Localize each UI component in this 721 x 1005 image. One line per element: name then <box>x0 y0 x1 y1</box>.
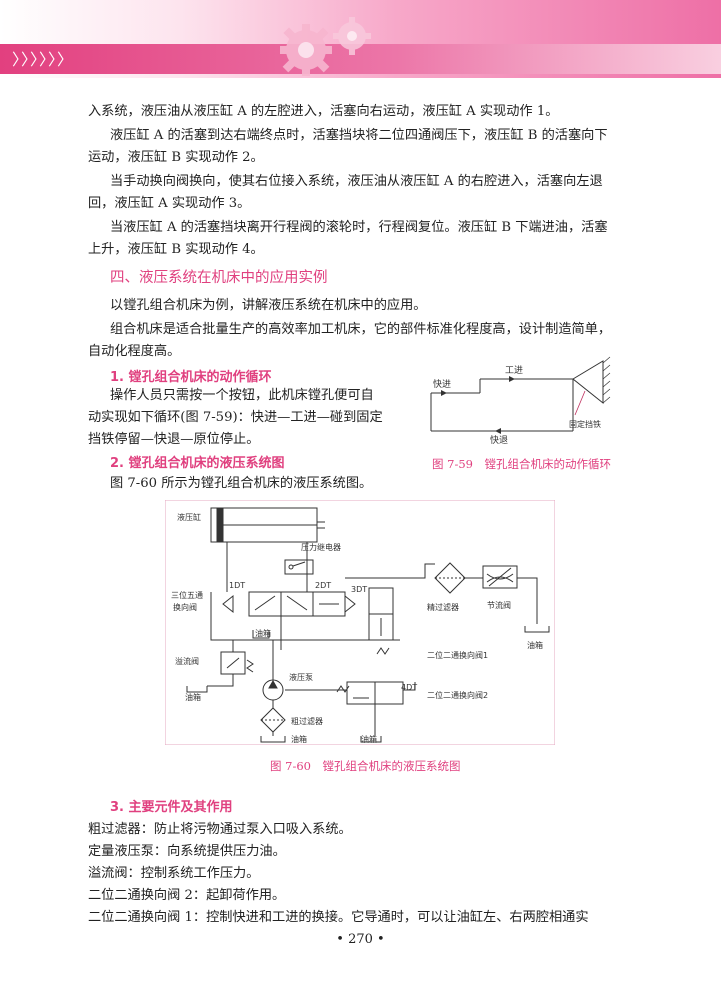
label-fast-in: 快进 <box>433 378 451 390</box>
label-cylinder: 液压缸 <box>177 512 201 522</box>
component-item: 二位二通换向阀 1：控制快进和工进的换接。它导通时，可以让油缸左、右两腔相通实 <box>88 910 589 925</box>
component-item: 粗过滤器：防止将污物通过泵入口吸入系统。 <box>88 822 352 837</box>
label-tank-relief: 油箱 <box>185 692 201 702</box>
label-4dt: 4DT <box>401 683 417 692</box>
label-relief: 溢流阀 <box>175 656 199 666</box>
gear-icon <box>280 17 371 76</box>
paragraph-4-line2: 上升，液压缸 B 实现动作 4。 <box>88 242 264 257</box>
sub1-text-line2: 动实现如下循环(图 7-59)：快进—工进—碰到固定 <box>88 410 383 425</box>
label-tank-v2: 油箱 <box>361 734 377 744</box>
label-tank-right: 油箱 <box>527 640 543 650</box>
section-desc-line2: 自动化程度高。 <box>88 344 181 359</box>
component-item: 二位二通换向阀 2：起卸荷作用。 <box>88 888 286 903</box>
sub1-text-line1: 操作人员只需按一个按钮，此机床镗孔便可自 <box>110 388 374 403</box>
header-band <box>0 44 721 74</box>
figure-7-59-caption: 图 7-59 镗孔组合机床的动作循环 <box>432 457 611 471</box>
label-tank-1: 油箱 <box>255 628 271 638</box>
paragraph-3-line2: 回，液压缸 A 实现动作 3。 <box>88 196 251 211</box>
label-fast-back: 快退 <box>490 434 508 445</box>
label-two-way-2: 二位二通换向阀2 <box>427 690 488 700</box>
label-fine-filter: 精过滤器 <box>427 602 459 612</box>
page-number: • 270 • <box>336 932 385 947</box>
paragraph-2-line1: 液压缸 A 的活塞到达右端终点时，活塞挡块将二位四通阀压下，液压缸 B 的活塞向… <box>110 128 608 143</box>
label-pump: 液压泵 <box>289 672 313 682</box>
figure-7-60-caption: 图 7-60 镗孔组合机床的液压系统图 <box>270 759 461 773</box>
figure-7-60: 液压缸 压力继电器 1DT 2DT 3DT 4DT 三位五通 换向阀 油箱 精过… <box>165 500 555 745</box>
sub2-text: 图 7-60 所示为镗孔组合机床的液压系统图。 <box>110 476 373 491</box>
paragraph-4-line1: 当液压缸 A 的活塞挡块离开行程阀的滚轮时，行程阀复位。液压缸 B 下端进油，活… <box>110 220 608 235</box>
label-coarse-filter: 粗过滤器 <box>291 716 323 726</box>
label-fixed-stop: 固定挡铁 <box>569 419 601 429</box>
subheading-1: 1. 镗孔组合机床的动作循环 <box>110 370 272 385</box>
section-heading: 四、液压系统在机床中的应用实例 <box>110 270 328 286</box>
header-chevrons: 〉〉〉〉〉〉 <box>12 50 75 69</box>
label-3-5-valve-b: 换向阀 <box>173 602 197 612</box>
label-3-5-valve: 三位五通 <box>171 590 203 600</box>
section-intro: 以镗孔组合机床为例，讲解液压系统在机床中的应用。 <box>110 298 427 313</box>
paragraph-3-line1: 当手动换向阀换向，使其右位接入系统，液压油从液压缸 A 的右腔进入，活塞向左退 <box>110 174 603 189</box>
label-work-in: 工进 <box>505 365 523 376</box>
component-item: 定量液压泵：向系统提供压力油。 <box>88 844 286 859</box>
fixed-stop-block <box>572 360 604 405</box>
paragraph-1: 入系统，液压油从液压缸 A 的左腔进入，活塞向右运动，液压缸 A 实现动作 1。 <box>88 104 559 119</box>
label-two-way-1: 二位二通换向阀1 <box>427 650 488 660</box>
component-item: 溢流阀：控制系统工作压力。 <box>88 866 260 881</box>
label-tank-pump: 油箱 <box>291 734 307 744</box>
throttle-valve-shape <box>482 565 518 589</box>
paragraph-2-line2: 运动，液压缸 B 实现动作 2。 <box>88 150 264 165</box>
label-1dt: 1DT <box>229 581 245 590</box>
label-throttle: 节流阀 <box>487 600 511 610</box>
sub1-text-line3: 挡铁停留—快退—原位停止。 <box>88 432 260 447</box>
section-desc-line1: 组合机床是适合批量生产的高效率加工机床，它的部件标准化程度高，设计制造简单， <box>110 322 612 337</box>
figure-7-59: 快进 工进 快退 固定挡铁 <box>425 355 615 445</box>
label-3dt: 3DT <box>351 585 367 594</box>
label-pressure-relay: 压力继电器 <box>301 542 341 552</box>
subheading-2: 2. 镗孔组合机床的液压系统图 <box>110 456 285 471</box>
subheading-3: 3. 主要元件及其作用 <box>110 800 233 815</box>
pressure-relay <box>284 559 314 575</box>
label-2dt: 2DT <box>315 581 331 590</box>
